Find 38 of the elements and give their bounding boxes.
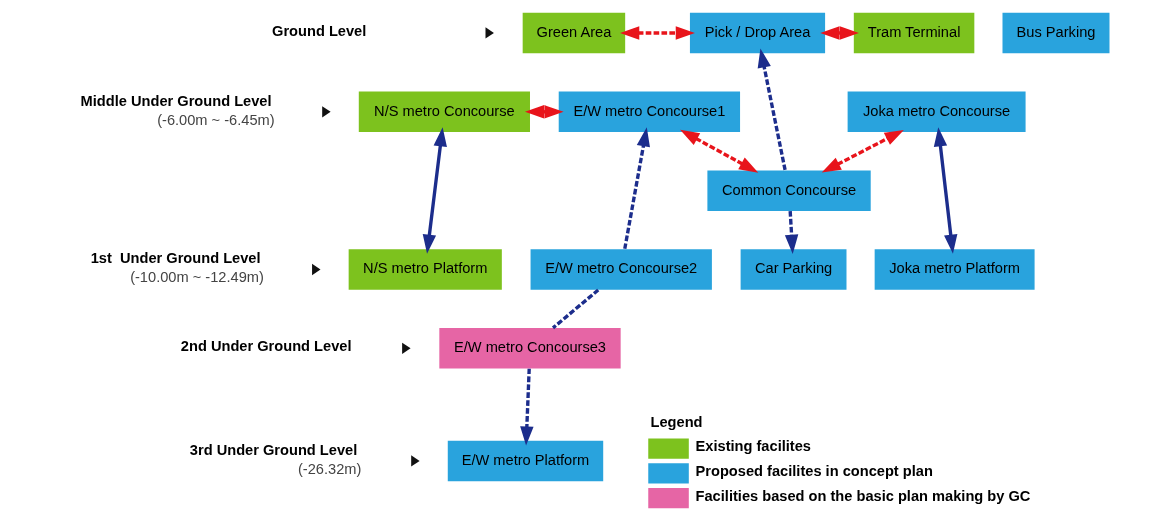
node-box: N/S metro Platform xyxy=(348,249,502,290)
arrow xyxy=(520,368,534,446)
node-box: Green Area xyxy=(522,12,626,54)
arrow xyxy=(821,129,904,173)
label: (-10.00m ~ -12.49m) xyxy=(130,269,264,286)
node-box: E/W metro Concourse3 xyxy=(439,328,621,369)
label: Legend xyxy=(650,413,703,430)
label: (-6.00m ~ -6.45m) xyxy=(157,111,275,128)
arrow xyxy=(524,105,564,119)
label: Middle Under Ground Level xyxy=(80,92,272,109)
node-box: E/W metro Platform xyxy=(447,440,604,482)
label: 1st Under Ground Level xyxy=(90,250,261,267)
node-box: Common Concourse xyxy=(707,170,871,211)
arrow xyxy=(422,127,447,254)
node-box: Bus Parking xyxy=(1002,12,1110,54)
label: Ground Level xyxy=(272,22,367,39)
node-box: Car Parking xyxy=(740,249,847,290)
node-box: Pick / Drop Area xyxy=(689,12,826,54)
arrow xyxy=(757,48,787,171)
node-box: E/W metro Concourse2 xyxy=(530,249,712,290)
node-box: Joka metro Platform xyxy=(874,249,1035,290)
node-box: N/S metro Concourse xyxy=(358,91,530,133)
label: (-26.32m) xyxy=(297,460,362,477)
legend-label: Facilities based on the basic plan making by GC xyxy=(695,487,1031,504)
arrow xyxy=(933,127,958,254)
node-box: Joka metro Concourse xyxy=(847,91,1026,133)
node-box: E/W metro Concourse1 xyxy=(558,91,741,133)
arrow xyxy=(680,129,759,173)
legend-label: Existing facilites xyxy=(695,438,811,455)
label: 3rd Under Ground Level xyxy=(189,441,358,458)
label: 2nd Under Ground Level xyxy=(180,338,352,355)
legend-label: Proposed facilites in concept plan xyxy=(695,463,933,480)
connector xyxy=(551,288,600,330)
arrow xyxy=(784,211,799,254)
arrow xyxy=(620,26,695,40)
arrow xyxy=(623,127,650,250)
arrow xyxy=(820,26,859,40)
node-box: Tram Terminal xyxy=(853,12,975,54)
